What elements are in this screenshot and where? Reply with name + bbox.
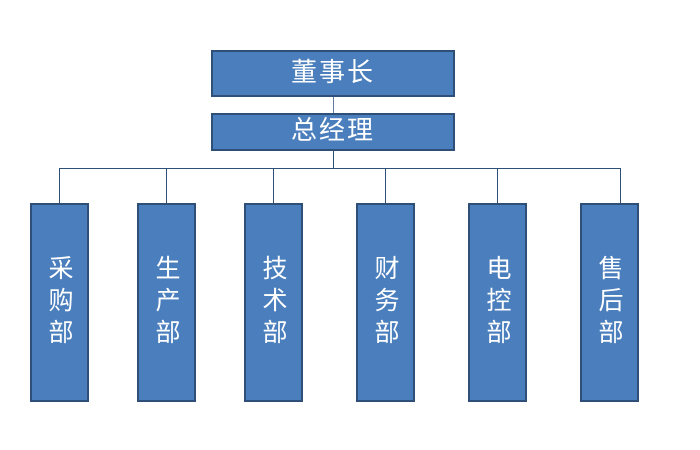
org-node-department-technology-label: 技术部 <box>259 254 288 351</box>
org-node-department-production[interactable]: 生产部 <box>137 203 196 402</box>
connector-drop-dept-2 <box>273 168 274 203</box>
connector-drop-dept-4 <box>497 168 498 203</box>
org-node-department-finance[interactable]: 财务部 <box>356 203 415 402</box>
connector-chairman-to-manager <box>333 97 334 113</box>
connector-horizontal-bus <box>59 168 621 169</box>
org-node-department-purchasing-label: 采购部 <box>45 254 74 351</box>
connector-drop-dept-0 <box>59 168 60 203</box>
org-node-general-manager[interactable]: 总经理 <box>211 113 455 151</box>
org-node-department-electrical-control[interactable]: 电控部 <box>468 203 527 402</box>
connector-drop-dept-1 <box>166 168 167 203</box>
org-node-chairman-label: 董事长 <box>290 57 375 88</box>
org-node-department-after-sales-label: 售后部 <box>595 254 624 351</box>
connector-drop-dept-5 <box>620 168 621 203</box>
org-node-general-manager-label: 总经理 <box>290 116 375 147</box>
org-node-department-finance-label: 财务部 <box>371 254 400 351</box>
connector-drop-dept-3 <box>385 168 386 203</box>
org-node-department-production-label: 生产部 <box>152 254 181 351</box>
org-node-department-electrical-control-label: 电控部 <box>483 254 512 351</box>
org-node-chairman[interactable]: 董事长 <box>211 50 455 97</box>
connector-manager-to-bus <box>333 151 334 168</box>
org-node-department-technology[interactable]: 技术部 <box>244 203 303 402</box>
org-node-department-after-sales[interactable]: 售后部 <box>580 203 639 402</box>
org-node-department-purchasing[interactable]: 采购部 <box>30 203 89 402</box>
